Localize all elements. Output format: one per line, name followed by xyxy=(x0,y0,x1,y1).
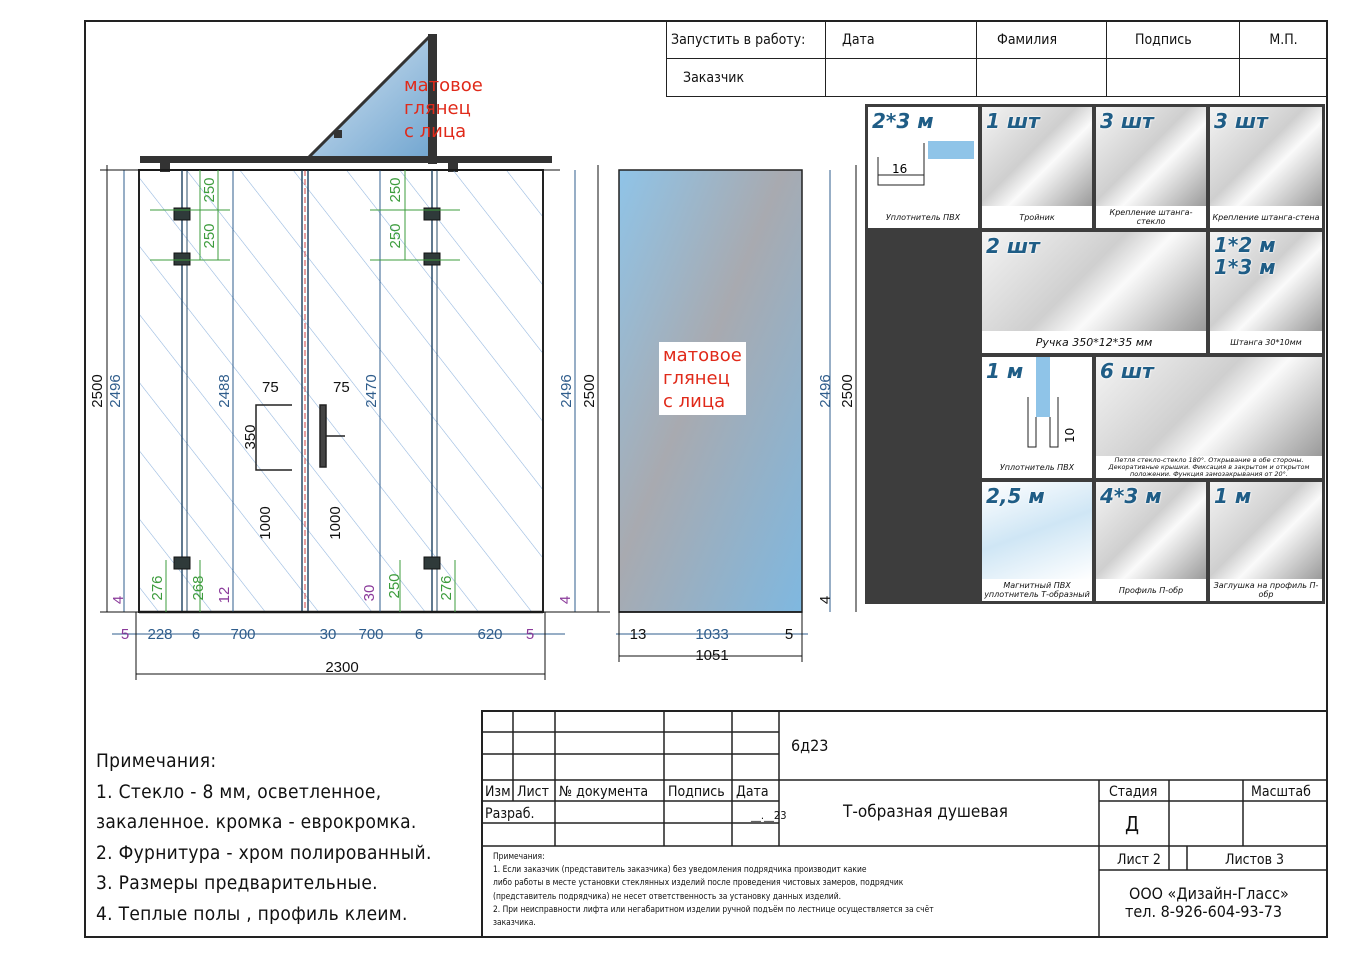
dim-bottom-3: 12 xyxy=(216,587,233,604)
dim-side-width-1: 13 xyxy=(630,626,647,643)
seal-profile-icon-2: 10 xyxy=(1027,357,1077,448)
dim-side-width-3: 5 xyxy=(785,626,793,643)
legal-notes: Примечания: 1. Если заказчик (представит… xyxy=(493,851,934,928)
dim-inner-height: 2488 xyxy=(216,374,233,407)
seal-profile-icon: 16 xyxy=(877,141,974,186)
col-date: Дата xyxy=(736,784,769,800)
dim-overall-height-right: 2500 xyxy=(581,374,598,407)
dim-handle-offset-a: 75 xyxy=(262,379,279,396)
dim-side-glass-height: 2496 xyxy=(817,374,834,407)
dim-floor-gap-left: 4 xyxy=(110,596,127,604)
dim-overall-height-left: 2500 xyxy=(89,374,106,407)
side-finish-note: матовое глянец с лица xyxy=(659,342,746,415)
component-seal-pvc: 16 2*3 м Уплотнитель ПВХ xyxy=(868,107,978,228)
dim-door-height: 2470 xyxy=(363,374,380,407)
notes-title: Примечания: xyxy=(96,750,217,772)
dim-hinge-3: 250 xyxy=(387,177,404,202)
component-handle: 2 шт Ручка 350*12*35 мм xyxy=(982,232,1206,353)
col-signature: Подпись xyxy=(668,784,725,800)
components-catalogue: 16 2*3 м Уплотнитель ПВХ 1 шт Тройник 3 … xyxy=(865,104,1325,604)
dim-side-floor-gap: 4 xyxy=(817,596,834,604)
approval-table: Запустить в работу: Дата Фамилия Подпись… xyxy=(666,20,1328,97)
dim-bottom-5: 250 xyxy=(386,573,403,598)
dim-hinge-1: 250 xyxy=(201,177,218,202)
component-rod: 1*2 м 1*3 м Штанга 30*10мм xyxy=(1210,232,1322,353)
dim-handle-length: 350 xyxy=(242,424,259,449)
dim-glass-height-right: 2496 xyxy=(558,374,575,407)
front-glass xyxy=(138,169,544,613)
company-phone: тел. 8-926-604-93-73 xyxy=(1125,902,1283,921)
dim-side-width-2: 1033 xyxy=(695,626,728,643)
dim-width-5: 30 xyxy=(320,626,337,643)
dim-width-9: 5 xyxy=(526,626,534,643)
scale-label: Масштаб xyxy=(1251,784,1311,800)
developed-label: Разраб. xyxy=(485,806,535,822)
col-document: № документа xyxy=(559,784,649,800)
dim-handle-height-left: 1000 xyxy=(257,506,274,539)
dim-bottom-4: 30 xyxy=(361,585,378,602)
dim-handle-height-right: 1000 xyxy=(327,506,344,539)
top-bar xyxy=(140,156,552,163)
dim-width-7: 6 xyxy=(415,626,423,643)
date-label: Дата xyxy=(825,20,977,59)
dim-width-4: 700 xyxy=(230,626,255,643)
dim-handle-offset-b: 75 xyxy=(333,379,350,396)
note-line: 1. Стекло - 8 мм, осветленное, xyxy=(96,780,382,803)
col-change: Изм xyxy=(485,784,511,800)
dim-bottom-1: 276 xyxy=(149,575,166,600)
dim-bottom-2: 268 xyxy=(190,575,207,600)
component-tee: 1 шт Тройник xyxy=(982,107,1092,228)
sheet-count: Листов 3 xyxy=(1225,852,1285,868)
dim-hinge-2: 250 xyxy=(201,223,218,248)
dim-side-total-width: 1051 xyxy=(695,647,728,664)
notes: Примечания: 1. Стекло - 8 мм, осветленно… xyxy=(96,746,432,929)
document-code: 6д23 xyxy=(791,736,829,755)
dim-bottom-6: 276 xyxy=(438,575,455,600)
col-sheet: Лист xyxy=(517,784,549,800)
component-rod-glass-mount: 3 шт Крепление штанга-стекло xyxy=(1096,107,1206,228)
component-end-cap: 1 м Заглушка на профиль П-обр xyxy=(1210,482,1322,601)
component-hinge: 6 шт Петля стекло-стекло 180°. Открывани… xyxy=(1096,357,1322,478)
dim-width-2: 228 xyxy=(147,626,172,643)
top-finish-note: матовое глянец с лица xyxy=(404,75,483,142)
note-line: 2. Фурнитура - хром полированный. xyxy=(96,841,432,864)
stage-label: Стадия xyxy=(1109,784,1158,800)
customer-label: Заказчик xyxy=(666,58,826,97)
svg-text:16: 16 xyxy=(892,162,907,176)
dim-width-3: 6 xyxy=(192,626,200,643)
note-line: 3. Размеры предварительные. xyxy=(96,872,378,894)
dim-floor-gap-right: 4 xyxy=(557,596,574,604)
date-value: __.__23 xyxy=(751,809,787,822)
company-name: ООО «Дизайн-Гласс» xyxy=(1129,884,1289,903)
component-rod-wall-mount: 3 шт Крепление штанга-стена xyxy=(1210,107,1322,228)
dim-total-width: 2300 xyxy=(325,659,358,676)
title-block-lines xyxy=(481,710,1328,938)
dim-width-1: 5 xyxy=(121,626,129,643)
note-line: 4. Теплые полы , профиль клеим. xyxy=(96,902,408,925)
dim-side-overall-height: 2500 xyxy=(839,374,856,407)
document-title: Т-образная душевая xyxy=(843,802,1008,822)
dim-width-8: 620 xyxy=(477,626,502,643)
component-magnetic-seal: 2,5 м Магнитный ПВХ уплотнитель Т-образн… xyxy=(982,482,1092,601)
title-block: 6д23 Изм Лист № документа Подпись Дата Р… xyxy=(481,710,1328,938)
sheet-number: Лист 2 xyxy=(1117,852,1161,868)
note-line: закаленное. кромка - еврокромка. xyxy=(96,811,417,833)
component-u-profile: 4*3 м Профиль П-обр xyxy=(1096,482,1206,601)
dim-width-6: 700 xyxy=(358,626,383,643)
stage-value: Д xyxy=(1125,812,1140,836)
dim-glass-height-left: 2496 xyxy=(107,374,124,407)
dim-hinge-4: 250 xyxy=(387,223,404,248)
svg-text:10: 10 xyxy=(1063,428,1077,443)
component-seal-pvc-2: 10 1 м Уплотнитель ПВХ xyxy=(982,357,1092,478)
